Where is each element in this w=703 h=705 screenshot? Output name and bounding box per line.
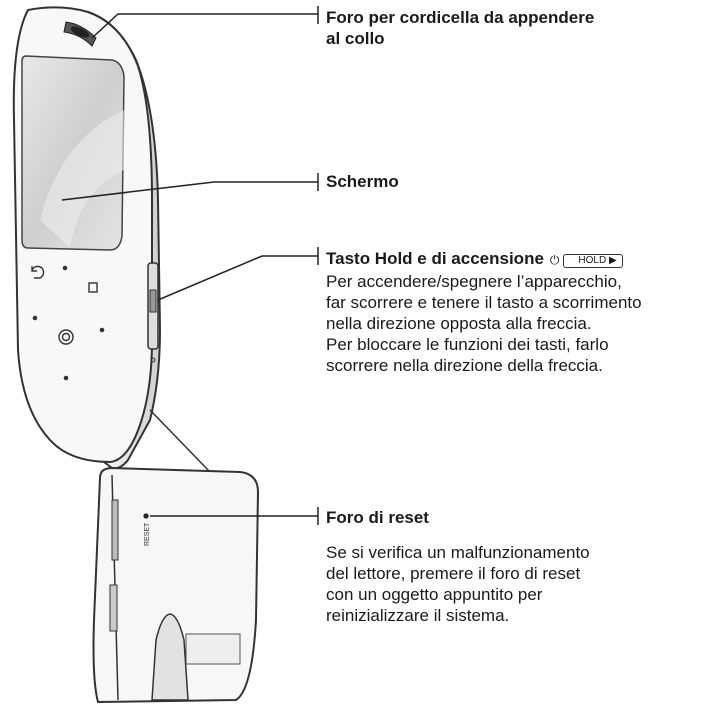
dot-icon — [62, 265, 68, 271]
hold-title-row: Tasto Hold e di accensione ⏻HOLD ▶ — [326, 248, 696, 271]
leader-lines — [61, 6, 319, 525]
hold-switch — [147, 262, 159, 363]
back-icon — [31, 265, 45, 279]
callout-hold-switch: Tasto Hold e di accensione ⏻HOLD ▶ Per ac… — [326, 248, 696, 376]
lanyard-hole — [63, 21, 97, 47]
lanyard-pin — [151, 613, 189, 701]
reset-description: Se si verifica un malfunzionamento del l… — [326, 543, 590, 625]
callout-lanyard-hole: Foro per cordicella da appendere al coll… — [326, 7, 594, 49]
callout-reset: Foro di reset Se si verifica un malfunzi… — [326, 507, 696, 626]
hold-label-box: HOLD ▶ — [563, 254, 623, 268]
callout-screen: Schermo — [326, 171, 399, 192]
reset-hole — [143, 513, 149, 519]
select-button-icon — [58, 329, 74, 345]
menu-icon — [88, 282, 98, 293]
touch-controls — [31, 265, 105, 381]
hold-description: Per accendere/spegnere l’apparecchio, fa… — [326, 272, 642, 375]
power-icon: ⏻ — [549, 253, 560, 267]
reset-title: Foro di reset — [326, 508, 429, 527]
reset-label: RESET — [144, 522, 151, 546]
hold-title: Tasto Hold e di accensione — [326, 249, 544, 268]
lanyard-hole-title: Foro per cordicella da appendere al coll… — [326, 8, 595, 48]
side-slot — [109, 584, 118, 632]
screen-title: Schermo — [326, 172, 399, 191]
